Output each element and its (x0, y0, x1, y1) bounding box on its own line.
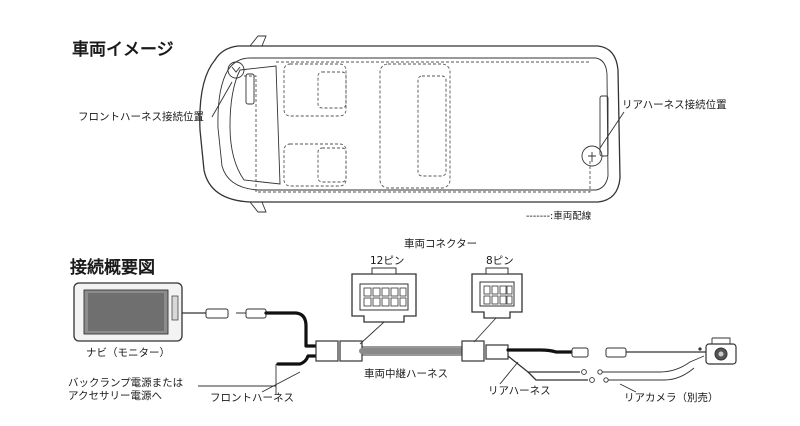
front-harness-leader (261, 371, 301, 393)
vehicle-image-title: 車両イメージ (72, 39, 174, 60)
relay-harness-front-connector (339, 340, 363, 362)
vehicle-illustration (199, 35, 621, 213)
monitor-plug (205, 308, 229, 319)
navi-monitor (73, 282, 183, 342)
rear-camera-label: リアカメラ（別売） (624, 391, 719, 404)
rear-camera-leader (619, 383, 637, 393)
rear-camera (698, 337, 737, 365)
power-source-label-1: バックランプ電源または (68, 376, 183, 389)
front-harness-connector (315, 340, 339, 362)
relay-harness-rear-connector (461, 340, 485, 362)
front-harness-plug (245, 308, 267, 319)
connection-diagram-title: 接続概要図 (70, 257, 155, 278)
pin8-label: 8ピン (486, 255, 514, 267)
pin12-leader (359, 321, 385, 345)
pin8-leader (473, 317, 497, 343)
front-harness-position-label: フロントハーネス接続位置 (78, 110, 204, 123)
power-source-label-2: アクセサリー電源へ (68, 389, 162, 402)
rear-harness-leader (499, 361, 519, 385)
connector-8pin (471, 267, 523, 319)
rear-connection-marker (581, 145, 603, 167)
rear-harness-label: リアハーネス (488, 385, 551, 397)
vehicle-wiring-legend: -------:車両配線 (526, 210, 592, 222)
rear-harness-connector (485, 344, 509, 360)
vehicle-connector-label: 車両コネクター (404, 237, 477, 250)
pin12-label: 12ピン (370, 255, 404, 267)
rear-harness-plug (571, 347, 589, 358)
front-position-leader (211, 81, 233, 118)
connector-12pin (351, 267, 417, 323)
front-harness-label: フロントハーネス (210, 392, 294, 404)
relay-harness-label: 車両中継ハーネス (364, 367, 448, 380)
rear-position-leader (599, 111, 625, 149)
navi-label: ナビ（モニター） (86, 347, 170, 359)
camera-plug (605, 347, 627, 358)
rear-harness-position-label: リアハーネス接続位置 (622, 98, 727, 111)
front-connection-marker (227, 61, 245, 79)
